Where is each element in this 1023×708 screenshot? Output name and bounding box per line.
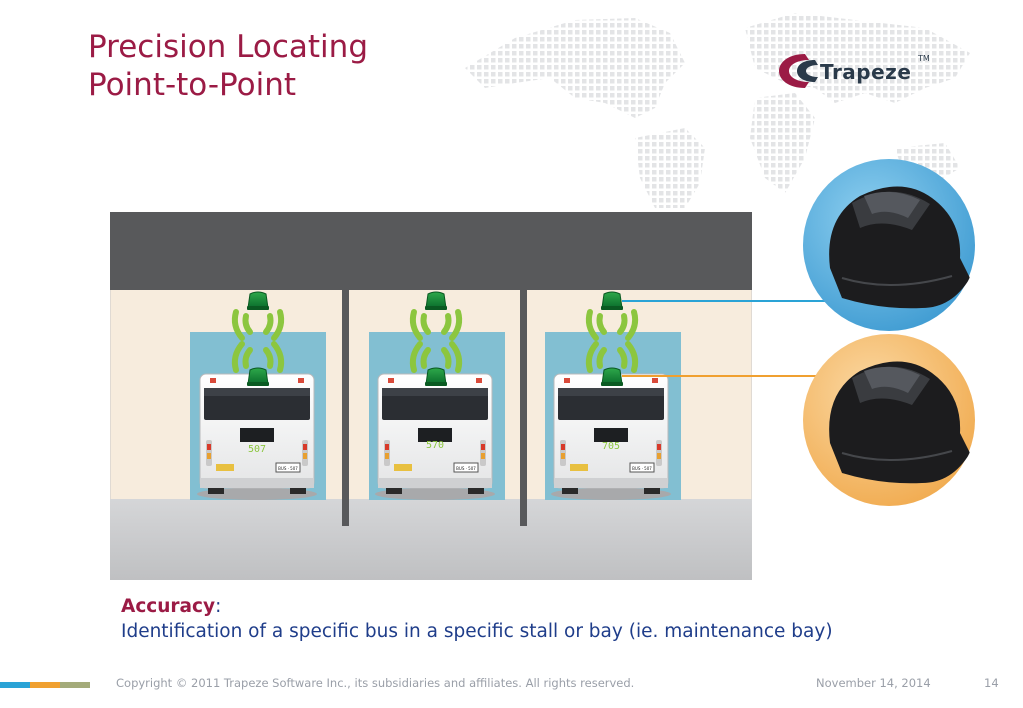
trapeze-logo-icon: [779, 54, 818, 88]
slide-title: Precision Locating Point-to-Point: [88, 28, 368, 104]
sensor-orange-icon: [803, 334, 975, 506]
footer-color-bar-blue: [0, 682, 30, 688]
bus-3: [550, 373, 672, 501]
caption-colon: :: [215, 596, 222, 617]
bus-garage-illustration: 507 570 705 BUS · 507 BUS · 507 BUS · 50…: [110, 212, 752, 580]
caption-label: Accuracy: [121, 596, 216, 617]
bus-1: [196, 373, 318, 501]
bus-number-1: 507: [248, 444, 266, 455]
footer-copyright: Copyright © 2011 Trapeze Software Inc., …: [116, 676, 635, 690]
bus-plate-2: BUS · 507: [456, 466, 476, 471]
title-line-1: Precision Locating: [88, 29, 368, 65]
footer-color-bar-orange: [30, 682, 60, 688]
footer-date: November 14, 2014: [816, 676, 931, 690]
title-line-2: Point-to-Point: [88, 67, 297, 103]
caption-heading: Accuracy:: [121, 594, 833, 619]
bus-number-3: 705: [602, 441, 620, 452]
bus-plate-1: BUS · 507: [278, 466, 298, 471]
bus-number-2: 570: [426, 440, 444, 451]
trapeze-logo: Trapeze TM: [775, 50, 950, 92]
logo-trademark: TM: [918, 54, 930, 63]
footer-color-bar-olive: [60, 682, 90, 688]
bus-2: [374, 373, 496, 501]
world-map-background: [465, 13, 970, 208]
sensor-blue-icon: [803, 159, 975, 331]
logo-text: Trapeze: [820, 60, 912, 84]
caption: Accuracy: Identification of a specific b…: [121, 594, 833, 644]
caption-text: Identification of a specific bus in a sp…: [121, 621, 833, 642]
footer-page-number: 14: [984, 676, 999, 690]
bus-plate-3: BUS · 507: [632, 466, 652, 471]
